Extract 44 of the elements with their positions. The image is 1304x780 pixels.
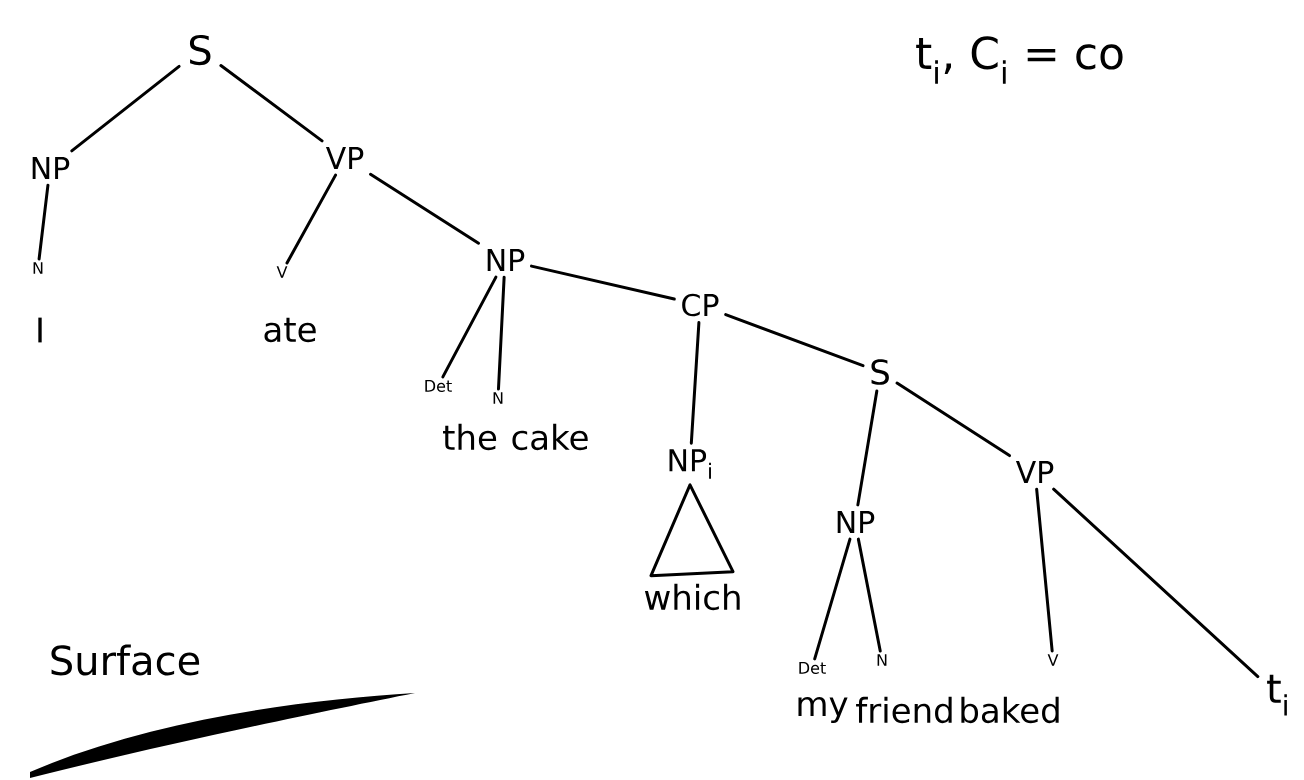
tree-label: ate xyxy=(264,317,316,343)
tree-label: V xyxy=(276,266,288,278)
tree-label: cake xyxy=(512,423,588,451)
tree-label: N xyxy=(877,654,887,666)
tree-label: VP xyxy=(325,147,364,169)
tree-label: NP xyxy=(32,157,70,179)
branch-line xyxy=(37,183,50,261)
tree-label: NP xyxy=(837,511,875,533)
branch-line xyxy=(1035,487,1054,653)
branch-line xyxy=(1052,487,1260,679)
branch-line xyxy=(285,173,338,265)
tree-label: Det xyxy=(799,662,826,674)
tree-label: NP xyxy=(487,249,525,271)
tree-label: Det xyxy=(425,380,452,392)
branch-line xyxy=(441,275,498,379)
formula-note: t$_{i}$, C$_{i}$ = co xyxy=(916,36,1123,84)
branch-line xyxy=(856,389,879,507)
branch-line xyxy=(724,313,865,368)
branch-line xyxy=(70,64,181,153)
branch-line xyxy=(369,172,481,245)
tree-label: I xyxy=(38,317,42,343)
tree-label: baked xyxy=(961,696,1059,724)
tree-label: N xyxy=(33,262,43,274)
branch-line xyxy=(496,275,506,391)
branch-line xyxy=(813,537,852,661)
branch-line xyxy=(856,537,882,653)
title-label: Surface xyxy=(30,644,415,778)
tree-label: VP xyxy=(1015,461,1054,483)
tree-label: t$_{i}$ xyxy=(1267,674,1287,716)
tree-label: CP xyxy=(682,293,719,317)
tree-label: S xyxy=(189,34,211,66)
tree-label: my xyxy=(798,696,848,724)
branch-line xyxy=(219,64,324,143)
branch-line xyxy=(529,264,676,301)
tree-label: which xyxy=(644,583,740,611)
tree-label: the xyxy=(443,423,497,451)
tree-label: V xyxy=(1047,654,1059,666)
tree-label: friend xyxy=(856,696,952,724)
tree-label: S xyxy=(871,359,889,385)
branch-line xyxy=(689,321,701,445)
tree-label: N xyxy=(493,392,503,404)
roof-triangle xyxy=(649,483,735,578)
tree-label: NP$_{i}$ xyxy=(669,449,711,479)
branch-line xyxy=(895,381,1011,458)
